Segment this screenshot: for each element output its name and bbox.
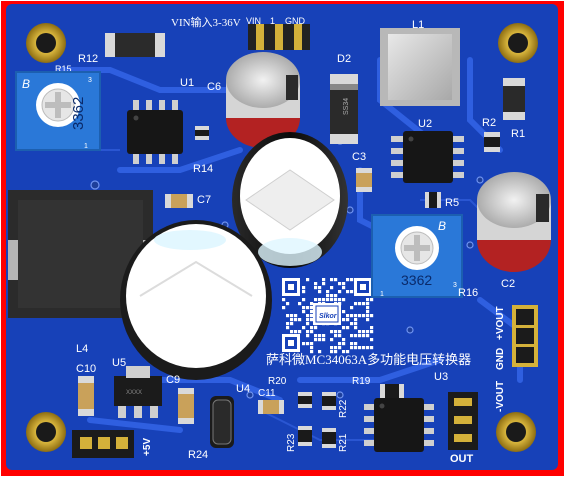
mounting-hole-bottom-left [26, 412, 66, 452]
right-pot-pin1: 1 [380, 291, 384, 298]
c9-capacitor [178, 388, 194, 424]
u4-label: U4 [236, 383, 250, 395]
r5-label: R5 [445, 197, 459, 209]
r20-label: R20 [268, 376, 287, 387]
d2-diode [330, 74, 358, 144]
left-pot-code: 3362 [70, 97, 87, 130]
right-pot-pin3: 3 [453, 282, 457, 289]
plus5v-jumper [72, 430, 134, 458]
c9-label: C9 [166, 374, 180, 386]
u2-chip [391, 131, 464, 183]
c7-capacitor [165, 194, 193, 208]
r2-label: R2 [482, 117, 496, 129]
d2-label: D2 [337, 53, 351, 65]
vin-input-label: VIN输入3-36V [171, 15, 241, 29]
r14-resistor [195, 126, 209, 140]
r19-resistor [380, 384, 404, 398]
vout-gnd-label: GND [495, 348, 506, 370]
board-title: 萨科微MC34063A多功能电压转换器 [266, 352, 471, 367]
r2-resistor [484, 132, 500, 152]
qr-logo-text: Slkor [319, 313, 338, 320]
r21-resistor [322, 428, 336, 448]
c2-capacitor [477, 172, 551, 272]
qr-code [280, 276, 374, 354]
vout-neg-label: -VOUT [495, 381, 506, 412]
plus5v-label: +5V [142, 438, 153, 456]
right-potentiometer [371, 214, 463, 298]
u3-label: U3 [434, 371, 448, 383]
u5-regulator [114, 366, 162, 418]
c7-label: C7 [197, 194, 211, 206]
u2-label: U2 [418, 118, 432, 130]
vin-header [248, 24, 310, 50]
c2-label: C2 [501, 278, 515, 290]
right-pot-letter: B [438, 219, 446, 233]
r22-label: R22 [338, 399, 349, 418]
vin-pin-label: VIN [246, 16, 261, 26]
out-label: OUT [450, 453, 474, 465]
r16-label: R16 [458, 287, 478, 299]
r12-label: R12 [78, 53, 98, 65]
l4-label: L4 [76, 343, 88, 355]
d2-mark: SS34 [343, 98, 350, 115]
c10-capacitor [78, 376, 94, 416]
r5-resistor [425, 192, 441, 208]
mounting-hole-top-left [26, 23, 66, 63]
c6-label: C6 [207, 81, 221, 93]
u1-label: U1 [180, 77, 194, 89]
out-jumper [448, 392, 478, 450]
right-pot-code: 3362 [401, 272, 432, 288]
vout-header [512, 305, 538, 367]
r20-resistor [298, 392, 312, 408]
large-capacitor-black [232, 132, 348, 268]
u4-component [210, 396, 234, 448]
left-potentiometer [15, 71, 101, 151]
r19-label: R19 [352, 376, 371, 387]
c3-capacitor [356, 168, 372, 192]
u3-chip [364, 398, 434, 452]
vout-pos-label: +VOUT [495, 306, 506, 340]
mounting-hole-bottom-right [496, 412, 536, 452]
c11-capacitor [258, 400, 284, 414]
r23-resistor [298, 426, 312, 446]
u1-chip [127, 100, 183, 164]
qr-cells [282, 278, 374, 354]
large-capacitor-white [120, 220, 272, 380]
r14-label: R14 [193, 163, 213, 175]
c11-label: C11 [258, 388, 276, 399]
r21-label: R21 [338, 433, 349, 452]
u5-mark: XXXX [126, 390, 142, 396]
left-pot-pin3: 3 [88, 77, 92, 84]
c3-label: C3 [352, 151, 366, 163]
r22-resistor [322, 392, 336, 410]
u5-label: U5 [112, 357, 126, 369]
r1-label: R1 [511, 128, 525, 140]
vin-gnd-label: GND [285, 16, 306, 26]
r23-label: R23 [286, 433, 297, 452]
r1-resistor [503, 78, 525, 120]
left-pot-letter: B [22, 77, 30, 91]
r15-label: R15 [55, 64, 72, 74]
left-pot-pin1: 1 [84, 143, 88, 150]
c10-label: C10 [76, 363, 96, 375]
r12-resistor [105, 33, 165, 57]
mounting-hole-top-right [498, 23, 538, 63]
l1-inductor [380, 28, 460, 106]
r24-label: R24 [188, 449, 208, 461]
l1-label: L1 [412, 19, 424, 31]
vin-pin-num: 1 [270, 16, 275, 26]
